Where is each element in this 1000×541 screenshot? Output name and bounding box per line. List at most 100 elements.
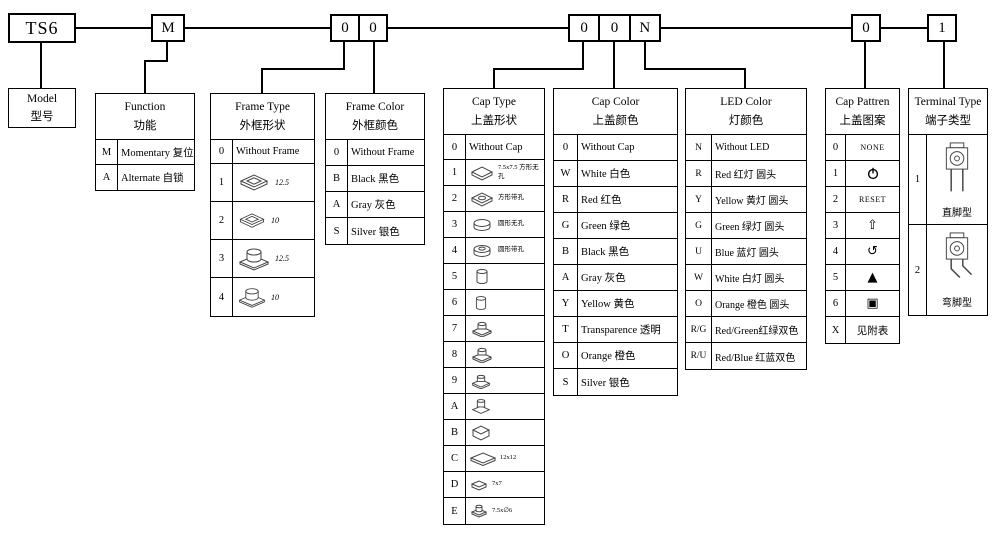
round-top-cap-icon: [469, 503, 489, 519]
table-row: 8: [444, 342, 544, 368]
table-row: B: [444, 420, 544, 446]
straight-pin-switch-icon: [937, 141, 977, 203]
led-color-title-en: LED Color: [720, 95, 772, 108]
row-code: 6: [444, 290, 466, 315]
row-code: N: [686, 135, 712, 160]
row-label: 见附表: [856, 325, 889, 337]
cap-pattern-table: Cap Pattren 上盖图案 0 NONE 1 2 RESET 3 ⇧ 4 …: [825, 88, 900, 344]
led-color-table-header: LED Color 灯颜色: [686, 89, 806, 135]
led-color-code: N: [628, 16, 659, 40]
terminal-label: 弯脚型: [942, 298, 972, 309]
row-image-cell: ▣: [846, 291, 899, 316]
row-code: A: [554, 265, 578, 290]
row-image-cell: ▲: [846, 265, 899, 290]
small-cap-icon: [469, 478, 489, 492]
cap-note: 圆形无孔: [498, 220, 524, 228]
row-image-cell: [466, 316, 544, 341]
row-code: B: [444, 420, 466, 445]
table-row: 2 方形带孔: [444, 186, 544, 212]
frame-color-table-header: Frame Color 外框颜色: [326, 94, 424, 140]
table-row: T Transparence 透明: [554, 317, 677, 343]
cap-note: 7.5x∅6: [492, 506, 513, 514]
connector-line: [261, 68, 263, 93]
table-row: R/U Red/Blue 红蓝双色: [686, 343, 806, 369]
row-code: B: [326, 166, 348, 191]
table-row: B Black 黑色: [554, 239, 677, 265]
row-image-cell: ⇧: [846, 213, 899, 238]
cap-note: 方形带孔: [498, 194, 524, 202]
row-code: Y: [686, 187, 712, 212]
row-code: 0: [826, 135, 846, 160]
row-code: M: [96, 140, 118, 164]
table-row: W White 白色: [554, 161, 677, 187]
row-code: 0: [444, 135, 466, 159]
table-row: W White 白灯 圆头: [686, 265, 806, 291]
connector-line: [493, 68, 584, 70]
table-row: 4 圆形带孔: [444, 238, 544, 264]
row-code: C: [444, 446, 466, 471]
frame-color-code: 0: [358, 16, 386, 40]
table-row: D 7x7: [444, 472, 544, 498]
frame-dim-label: 12.5: [275, 178, 289, 187]
frame-dim-label: 10: [271, 216, 279, 225]
table-row: C 12x12: [444, 446, 544, 472]
frame-dim-label: 10: [271, 292, 279, 302]
row-code: A: [96, 165, 118, 190]
row-code: 3: [826, 213, 846, 238]
connector-line: [644, 68, 746, 70]
connector-line: [40, 42, 42, 88]
row-code: 4: [826, 239, 846, 264]
row-image-cell: ↺: [846, 239, 899, 264]
terminal-type-title-cn: 端子类型: [925, 114, 971, 127]
function-table: Function 功能 M Momentary 复位 A Alternate 自…: [95, 93, 195, 191]
power-icon: [867, 167, 879, 180]
cap-pattern-title-en: Cap Pattren: [835, 95, 890, 108]
round-frame-icon: [236, 286, 268, 309]
rotate-icon: ↺: [867, 244, 878, 259]
function-code-box: M: [151, 14, 185, 42]
row-code: 1: [211, 164, 233, 201]
cap-type-table-header: Cap Type 上盖形状: [444, 89, 544, 135]
table-row: G Green 绿色: [554, 213, 677, 239]
cap-note: 12x12: [500, 454, 517, 462]
model-title-en: Model: [26, 92, 58, 105]
cap-color-title-en: Cap Color: [591, 95, 640, 108]
frame-type-code: 0: [341, 19, 349, 36]
table-row: 0 Without Frame: [326, 140, 424, 166]
table-row: 1: [826, 161, 899, 187]
round-cap-hole-icon: [469, 243, 495, 259]
table-row: 3 圆形无孔: [444, 212, 544, 238]
table-row: R/G Red/Green红绿双色: [686, 317, 806, 343]
row-code: W: [686, 265, 712, 290]
cap-note: 7.5x7.5 方形无孔: [498, 164, 539, 180]
frame-type-table-header: Frame Type 外框形状: [211, 94, 314, 140]
table-row: A: [444, 394, 544, 420]
row-label: Gray 灰色: [581, 273, 626, 284]
row-label: Alternate 自锁: [121, 173, 184, 184]
row-image-cell: 圆形带孔: [466, 238, 544, 263]
box-cap-icon: [469, 424, 493, 441]
row-code: A: [444, 394, 466, 419]
cap-code-box: 0 0 N: [568, 14, 661, 42]
connector-line: [613, 42, 615, 88]
connector-line: [144, 60, 146, 93]
table-row: A Gray 灰色: [326, 192, 424, 218]
cap-type-title-cn: 上盖形状: [471, 114, 517, 127]
row-label: Blue 蓝灯 圆头: [715, 248, 779, 259]
row-code: 5: [826, 265, 846, 290]
frame-type-title-cn: 外框形状: [239, 119, 286, 132]
row-code: 4: [211, 278, 233, 316]
table-row: 1 12.5: [211, 164, 314, 202]
row-code: 5: [444, 264, 466, 289]
row-label: Without LED: [715, 142, 770, 153]
frame-color-title-cn: 外框颜色: [352, 119, 398, 132]
connector-line: [261, 68, 345, 70]
table-row: R Red 红灯 圆头: [686, 161, 806, 187]
cap-pattern-code: 0: [862, 19, 870, 36]
row-code: O: [554, 343, 578, 368]
row-label: Green 绿灯 圆头: [715, 222, 785, 233]
connector-line: [582, 42, 584, 70]
row-image-cell: 12x12: [466, 446, 544, 471]
table-row: 0 NONE: [826, 135, 899, 161]
row-code: W: [554, 161, 578, 186]
